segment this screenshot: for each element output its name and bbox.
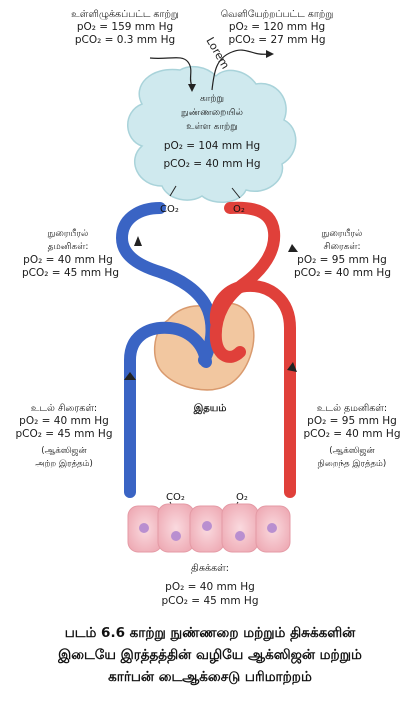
heart-label: இதயம் xyxy=(193,403,227,414)
pulmonary-artery-po2: pO₂ = 40 mm Hg xyxy=(23,254,113,266)
oxygenated-vessels xyxy=(209,201,296,498)
pulmonary-vein-line-1: நுரையீரல் xyxy=(321,229,363,239)
systemic-vein-po2: pO₂ = 40 mm Hg xyxy=(19,415,109,427)
caption-line-1: படம் 6.6 காற்று நுண்ணறை மற்றும் திசுக்கள… xyxy=(64,625,356,641)
systemic-vein-title: உடல் சிரைகள்: xyxy=(30,403,98,414)
tissues-title: திசுக்கள்: xyxy=(191,563,229,574)
alveolar-line-3: உள்ள காற்று xyxy=(186,122,238,132)
alveolar-air-label: காற்று நுண்ணறையில் உள்ள காற்று pO₂ = 104… xyxy=(150,92,274,171)
exhaled-air-po2: pO₂ = 120 mm Hg xyxy=(228,21,326,33)
pulmonary-vein-label: நுரையீரல் சிரைகள்: pO₂ = 95 mm Hg pCO₂ =… xyxy=(294,228,391,280)
alveolar-po2: pO₂ = 104 mm Hg xyxy=(163,140,261,152)
pulmonary-vein-pco2: pCO₂ = 40 mm Hg xyxy=(294,267,391,279)
pulmonary-artery-label: நுரையீரல் தமனிகள்: pO₂ = 40 mm Hg pCO₂ =… xyxy=(22,228,119,280)
inhaled-air-po2: pO₂ = 159 mm Hg xyxy=(76,21,174,33)
alveolar-line-1: காற்று xyxy=(199,94,225,104)
systemic-vein-pco2: pCO₂ = 45 mm Hg xyxy=(15,428,113,440)
inhale-arrow xyxy=(149,57,196,92)
inhaled-air-title: உள்ளிழுக்கப்பட்ட காற்று xyxy=(71,9,179,20)
pulmonary-vein-line-2: சிரைகள்: xyxy=(323,242,361,252)
systemic-artery-pco2: pCO₂ = 40 mm Hg xyxy=(303,428,401,440)
caption-line-3: கார்பன் டைஆக்சைடு பரிமாற்றம் xyxy=(108,669,312,685)
flow-arrows xyxy=(124,236,298,380)
pulmonary-artery-line-2: தமனிகள்: xyxy=(47,242,89,252)
exhaled-air-pco2: pCO₂ = 27 mm Hg xyxy=(228,34,326,46)
exhaled-air-label: வெளியேற்றப்பட்ட காற்று pO₂ = 120 mm Hg p… xyxy=(212,8,342,47)
inhaled-air-label: உள்ளிழுக்கப்பட்ட காற்று pO₂ = 159 mm Hg … xyxy=(60,8,190,47)
systemic-artery-note-2: நிறைந்த இரத்தம்) xyxy=(317,459,387,469)
pulmonary-vein-po2: pO₂ = 95 mm Hg xyxy=(297,254,387,266)
figure-caption: படம் 6.6 காற்று நுண்ணறை மற்றும் திசுக்கள… xyxy=(14,622,406,688)
bottom-o2-mark: O₂ xyxy=(236,492,248,503)
alveolar-line-2: நுண்ணறையில் xyxy=(180,108,244,118)
tissues-label: திசுக்கள்: pO₂ = 40 mm Hg pCO₂ = 45 mm H… xyxy=(150,562,270,608)
tissues-pco2: pCO₂ = 45 mm Hg xyxy=(161,595,259,607)
systemic-artery-po2: pO₂ = 95 mm Hg xyxy=(307,415,397,427)
tissues-po2: pO₂ = 40 mm Hg xyxy=(165,581,255,593)
tissue-cells xyxy=(127,503,291,553)
top-o2-mark: O₂ xyxy=(233,204,245,215)
systemic-vein-note-1: (ஆக்ஸிஜன் xyxy=(41,446,87,456)
inhaled-air-pco2: pCO₂ = 0.3 mm Hg xyxy=(74,34,176,46)
pulmonary-artery-pco2: pCO₂ = 45 mm Hg xyxy=(22,267,119,279)
systemic-artery-note-1: (ஆக்ஸிஜன் xyxy=(329,446,375,456)
systemic-artery-label: உடல் தமனிகள்: pO₂ = 95 mm Hg pCO₂ = 40 m… xyxy=(300,402,404,471)
alveolar-pco2: pCO₂ = 40 mm Hg xyxy=(163,158,261,170)
systemic-vein-note-2: அற்ற இரத்தம்) xyxy=(35,459,93,469)
pulmonary-artery-line-1: நுரையீரல் xyxy=(47,229,89,239)
exhaled-air-title: வெளியேற்றப்பட்ட காற்று xyxy=(220,9,334,20)
exhale-arrow xyxy=(211,49,274,91)
bottom-co2-mark: CO₂ xyxy=(166,492,185,503)
systemic-artery-title: உடல் தமனிகள்: xyxy=(316,403,388,414)
systemic-vein-label: உடல் சிரைகள்: pO₂ = 40 mm Hg pCO₂ = 45 m… xyxy=(14,402,114,471)
caption-line-2: இடையே இரத்தத்தின் வழியே ஆக்ஸிஜன் மற்றும் xyxy=(58,647,362,663)
top-co2-mark: CO₂ xyxy=(160,204,179,215)
alveolus xyxy=(127,65,297,203)
